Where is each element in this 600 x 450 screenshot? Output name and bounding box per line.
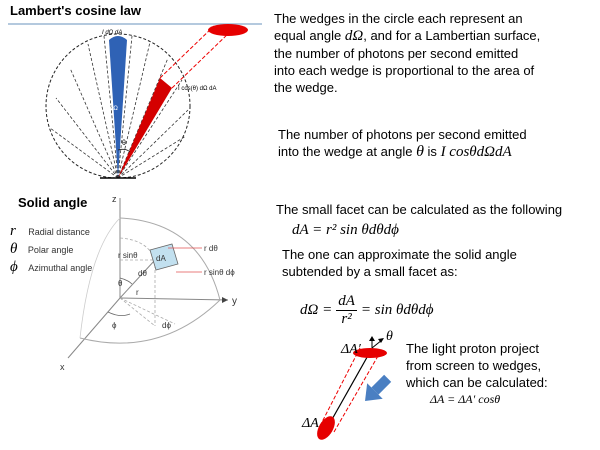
axis-y-label: y: [232, 296, 237, 307]
projection-text: The light proton project from screen to …: [406, 340, 596, 391]
delta-a-prime-label: ΔA′: [341, 342, 361, 357]
lambert-domega-label: dΩ: [110, 106, 118, 112]
legend-item-r: r Radial distance: [10, 222, 120, 240]
p1-line1: The wedges in the circle each represent …: [274, 11, 523, 26]
p1-line4: into each wedge is proportional to the a…: [274, 63, 535, 78]
solid-angle-equation: dΩ = dA r² = sin θdθdϕ: [300, 293, 434, 328]
eq2-lhs: dΩ =: [300, 302, 333, 318]
lambert-top-label: I dΩ dA: [102, 30, 122, 36]
lambert-paragraph-2: The number of photons per second emitted…: [278, 126, 598, 161]
d-theta-inner-label: dθ: [138, 269, 147, 278]
blue-wedge: [109, 36, 127, 178]
p2-line1: The number of photons per second emitted: [278, 127, 527, 142]
eq2-denominator: r²: [341, 311, 352, 327]
phi-label: ϕ: [112, 321, 117, 330]
p2-is: is: [427, 144, 437, 159]
delta-a-label: ΔA: [302, 416, 319, 431]
red-ellipse-top: [208, 24, 248, 36]
legend-symbol-theta: θ: [10, 241, 18, 257]
solid-angle-legend: r Radial distance θ Polar angle ϕ Azimut…: [10, 222, 120, 276]
eq2-fraction: dA r²: [336, 293, 357, 328]
projection-theta-label: θ: [386, 329, 393, 344]
projection-diagram: [317, 336, 392, 440]
p2-line2: into the wedge at angle θ is I cosθdΩdA: [278, 143, 598, 161]
legend-text-phi: Azimuthal angle: [28, 263, 93, 273]
d-phi-label: dϕ: [162, 321, 171, 330]
lambert-title: Lambert's cosine law: [10, 3, 141, 18]
p2-theta: θ: [416, 143, 424, 160]
p2-expression: I cosθdΩdA: [440, 144, 512, 160]
blue-arrow-icon: [365, 374, 392, 401]
y-axis: [119, 297, 229, 301]
projection-line2: from screen to wedges,: [406, 358, 542, 373]
legend-symbol-r: r: [10, 223, 16, 239]
r-sin-theta-label: r sinθ: [118, 251, 138, 260]
x-axis: [67, 297, 121, 359]
p2-line2-pre: into the wedge at angle: [278, 144, 413, 159]
p1-line2: equal angle dΩ, and for a Lambertian sur…: [274, 27, 594, 45]
facet-equation: dA = r² sin θdθdϕ: [292, 222, 399, 238]
projection-equation: ΔA = ΔA′ cosθ: [430, 392, 501, 406]
projection-ellipse-bottom: [317, 416, 335, 440]
p1-line3: the number of photons per second emitted: [274, 46, 519, 61]
r-sin-theta-dphi-label: r sinθ dϕ: [204, 268, 235, 277]
lambert-side-label: I cos(θ) dΩ dA: [178, 86, 217, 92]
r-dtheta-label: r dθ: [204, 244, 218, 253]
dA-facet-label: dA: [156, 254, 166, 263]
projection-line3: which can be calculated:: [406, 375, 548, 390]
axis-z-label: z: [112, 194, 117, 204]
lambert-diagram: I dΩ dA I cos(θ) dΩ dA θ dΩ dA: [8, 23, 262, 179]
p1-line2-math: dΩ: [344, 28, 364, 44]
approx-line2: subtended by a small facet as:: [282, 264, 458, 279]
dA-facet: [149, 243, 179, 271]
p1-line5: the wedge.: [274, 80, 338, 95]
lambert-theta-label: θ: [122, 140, 126, 147]
projection-ellipse-top: [353, 348, 387, 358]
projection-line1: The light proton project: [406, 341, 539, 356]
p1-line2-post: , and for a Lambertian surface,: [363, 28, 541, 43]
eq2-rhs: = sin θdθdϕ: [360, 302, 434, 318]
red-wedge: [118, 78, 172, 178]
lambert-paragraph-1: The wedges in the circle each represent …: [274, 10, 594, 96]
eq2-numerator: dA: [336, 293, 357, 311]
approximation-text: The one can approximate the solid angle …: [282, 246, 592, 280]
legend-text-r: Radial distance: [28, 227, 90, 237]
approx-line1: The one can approximate the solid angle: [282, 247, 517, 262]
lambert-wedge-lines: [49, 35, 189, 179]
theta-inner-label: θ: [118, 279, 123, 288]
solid-angle-title: Solid angle: [18, 195, 88, 210]
legend-item-theta: θ Polar angle: [10, 240, 120, 258]
legend-symbol-phi: ϕ: [10, 259, 18, 275]
axis-x-label: x: [60, 362, 65, 372]
r-inner-label: r: [136, 288, 139, 297]
p1-line2-pre: equal angle: [274, 28, 342, 43]
legend-text-theta: Polar angle: [27, 245, 74, 255]
legend-item-phi: ϕ Azimuthal angle: [10, 258, 120, 276]
facet-text: The small facet can be calculated as the…: [276, 202, 563, 217]
solid-angle-diagram: z y x r sinθ dθ θ r ϕ dϕ dA r dθ r sinθ …: [60, 194, 237, 372]
